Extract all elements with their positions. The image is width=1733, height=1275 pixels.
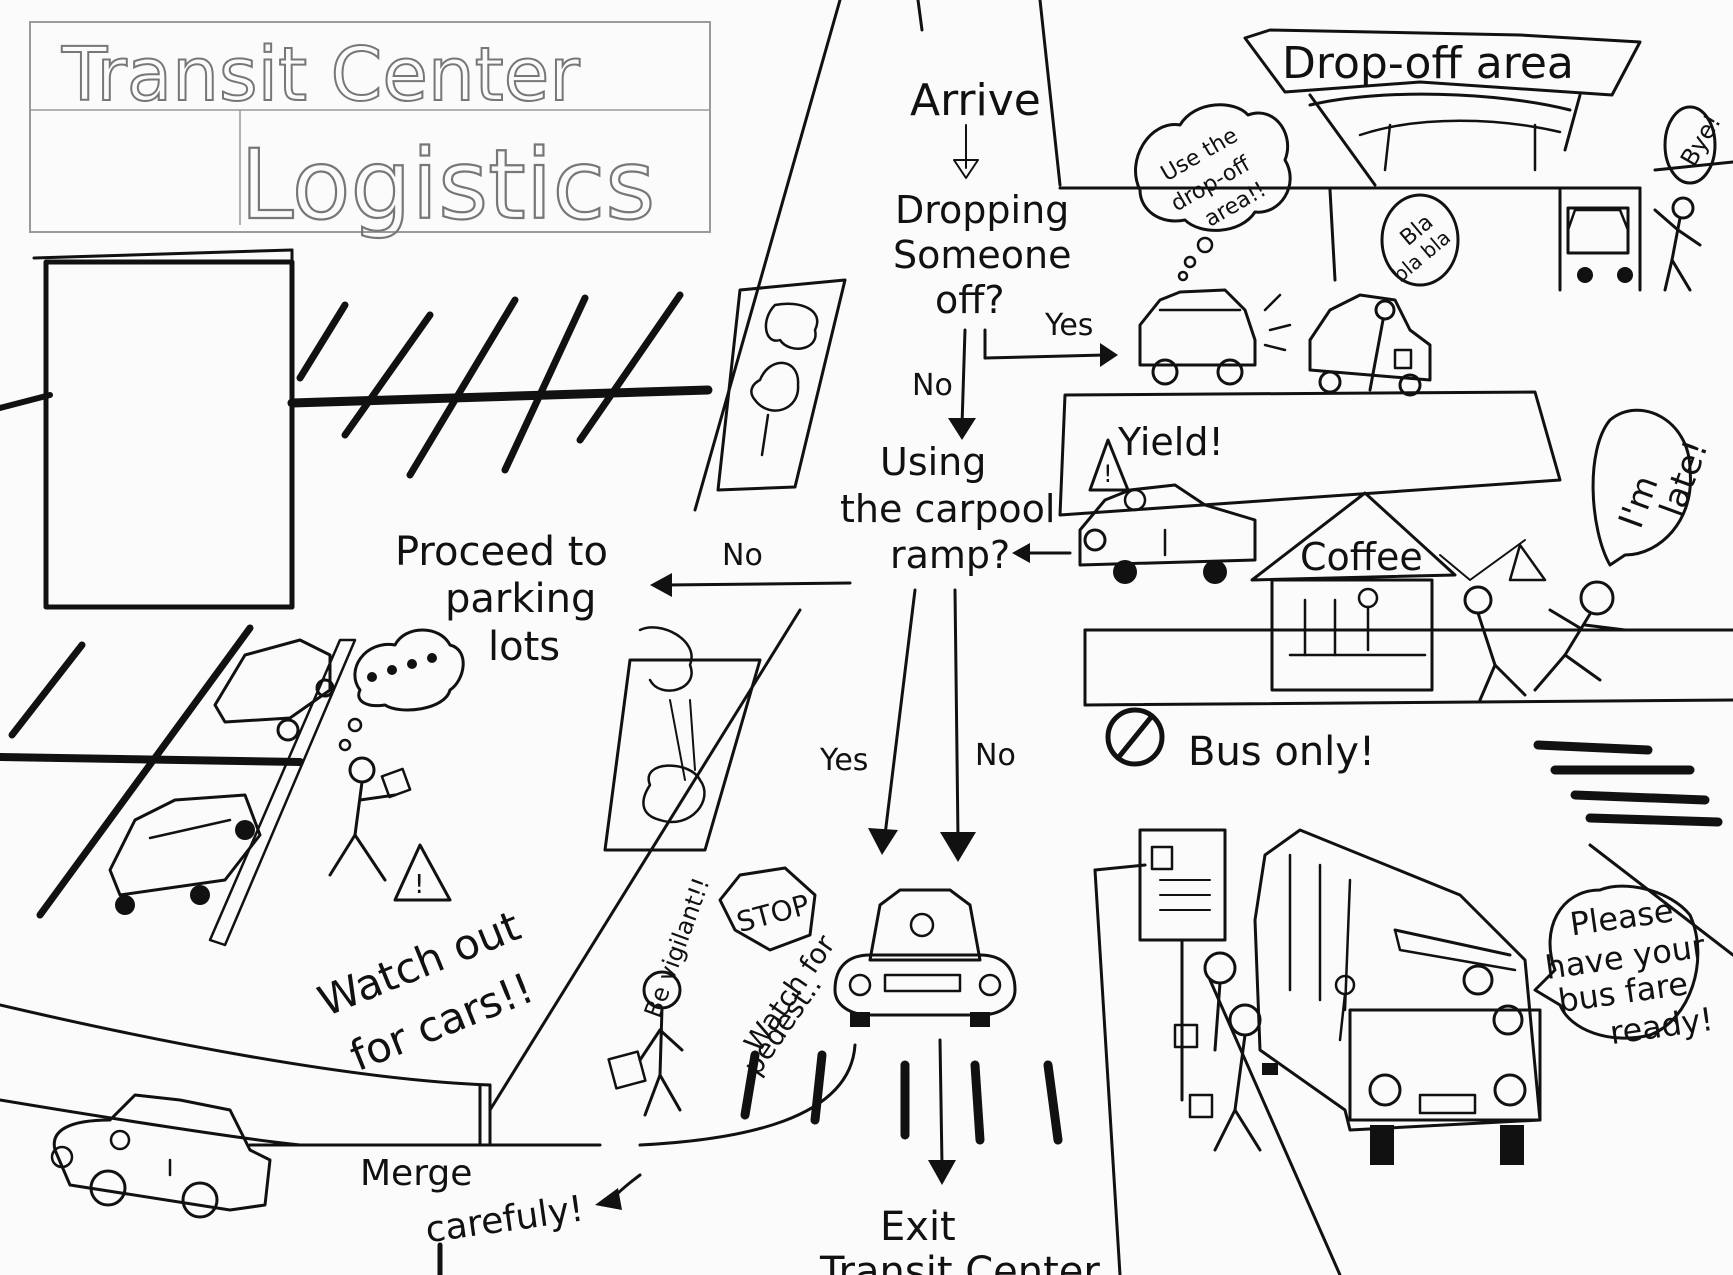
bus-only-label: Bus only!	[1188, 729, 1375, 775]
bye-person	[1653, 196, 1702, 292]
bus-stop-sign	[1138, 828, 1227, 1102]
carpool-car	[833, 888, 1017, 1027]
flow-parking-line1: Proceed to	[395, 529, 608, 575]
late-person: I'm late!	[1439, 408, 1717, 702]
merge-car	[50, 1093, 272, 1219]
dropoff-car	[1566, 206, 1633, 283]
stop-label: STOP	[733, 888, 813, 939]
parking-building	[43, 259, 295, 610]
yield-area: ! Yield!	[1078, 420, 1257, 584]
flow-q1-line3: off?	[935, 278, 1005, 322]
median-strip-bottom	[603, 658, 762, 852]
bye-bubble: Bye!	[1663, 105, 1727, 185]
use-dropoff-thought: Use the drop-off area!!	[1134, 103, 1292, 282]
yield-exclaim: !	[1103, 460, 1113, 488]
vigilant-person	[607, 970, 684, 1117]
flow-q1-line1: Dropping	[895, 188, 1069, 232]
coffee-stand: Coffee	[1250, 491, 1457, 692]
flow-q1-yes: Yes	[1044, 308, 1093, 343]
parked-car-2	[108, 793, 262, 915]
flow-parking-line3: lots	[488, 624, 560, 670]
dropoff-sign-label: Drop-off area	[1282, 38, 1574, 89]
parked-car-1	[213, 638, 335, 742]
flow-q1-line2: Someone	[893, 233, 1071, 277]
coffee-sign: Coffee	[1300, 535, 1423, 579]
dropoff-area: Drop-off area Bye!	[1243, 28, 1727, 292]
late-bubble: I'm late!	[1591, 408, 1717, 567]
flow-exit-line1: Exit	[880, 1204, 956, 1250]
parking-area	[0, 248, 713, 947]
flow-q2-yes: Yes	[819, 743, 868, 778]
watch-out-warning: ! Watch out for cars!!	[311, 843, 540, 1081]
parking-lane-line	[287, 385, 713, 408]
honking-car	[1138, 288, 1292, 386]
flow-q2-no-down: No	[975, 738, 1016, 773]
warning-exclaim: !	[414, 870, 424, 900]
bye-text: Bye!	[1675, 109, 1727, 171]
flow-parking-line2: parking	[445, 576, 596, 622]
flow-q2-line2: the carpool	[840, 487, 1055, 531]
driver-bubble: Please have your bus fare ready!	[1533, 884, 1716, 1052]
yield-car	[1078, 483, 1257, 584]
flow-q2-no-left: No	[722, 538, 763, 573]
bus	[1253, 828, 1542, 1165]
stop-sign: STOP	[718, 866, 817, 952]
merge-line2: carefuly!	[423, 1188, 586, 1251]
flow-q2-line3: ramp?	[890, 533, 1010, 577]
flow-q1-no: No	[912, 368, 953, 403]
blabla-bubble	[1380, 193, 1460, 287]
flowchart: Arrive Dropping Someone off? Yes No Usin…	[395, 75, 1118, 1275]
title-block: Transit Center Logistics	[29, 21, 711, 242]
walking-person	[328, 628, 465, 882]
title-line-2: Logistics	[240, 129, 655, 241]
yield-label: Yield!	[1117, 420, 1224, 464]
yield-sign	[1088, 438, 1130, 492]
dropoff-sign	[1243, 28, 1642, 97]
no-entry-icon	[1105, 707, 1165, 767]
flow-q2-line1: Using	[880, 440, 986, 484]
flow-arrive: Arrive	[910, 75, 1041, 126]
title-line-1: Transit Center	[61, 32, 580, 118]
flow-exit-line2: Transit Center	[819, 1249, 1100, 1275]
late-line2: late!	[1652, 435, 1716, 522]
merge-line1: Merge	[360, 1153, 472, 1194]
median-strip-top	[716, 278, 847, 492]
bus-only-sign: Bus only!	[1105, 707, 1375, 775]
warning-triangle-icon	[393, 843, 452, 902]
